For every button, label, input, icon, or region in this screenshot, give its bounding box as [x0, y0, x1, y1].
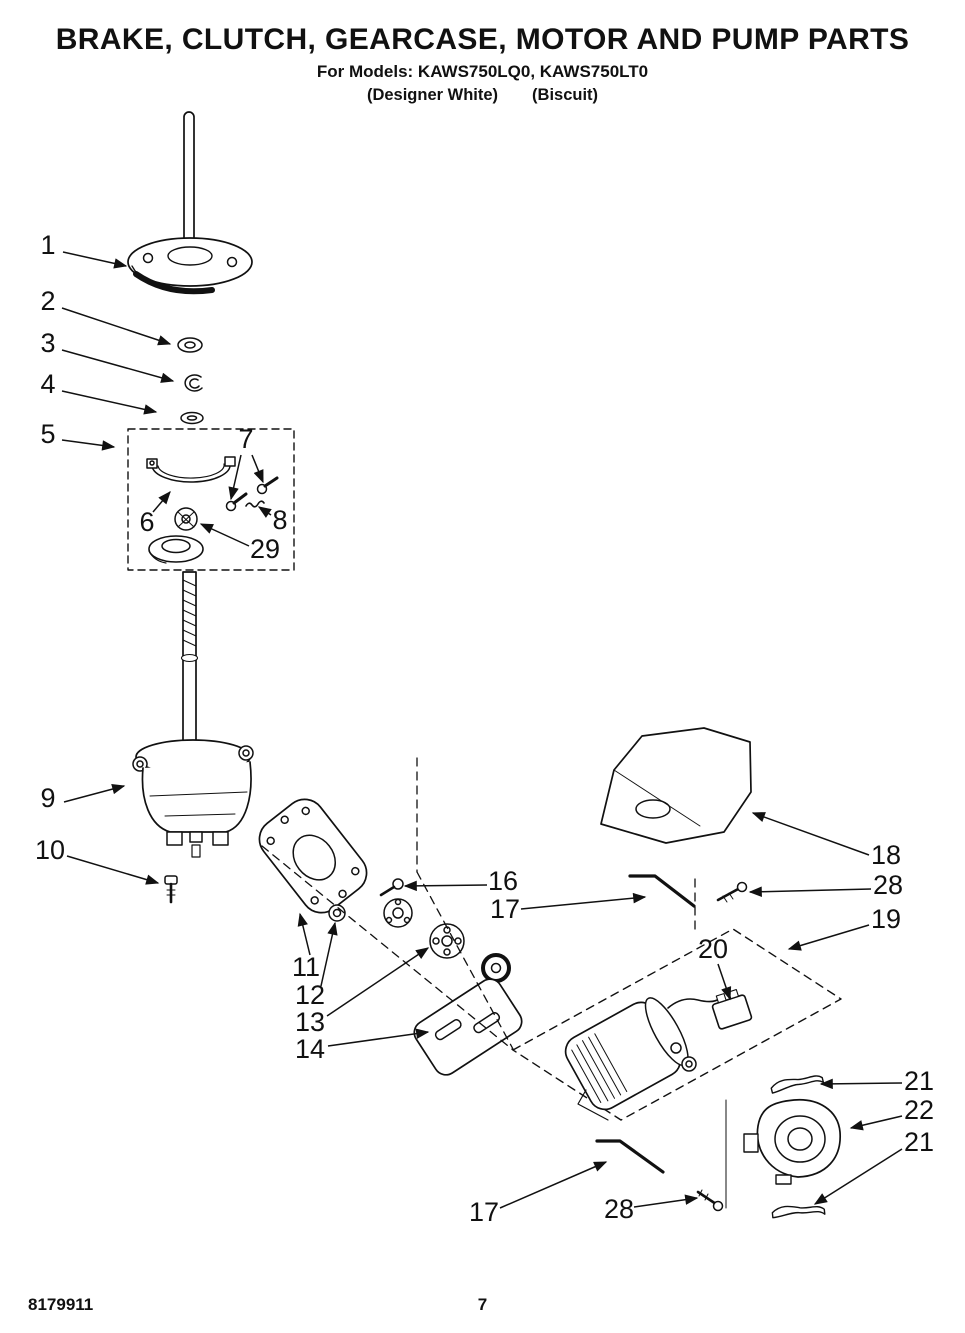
leader-line-28 [748, 886, 872, 897]
spring-8-drawing [245, 500, 265, 508]
washer-2-drawing [177, 337, 203, 353]
leader-line-14 [327, 1028, 430, 1047]
callout-3: 3 [40, 328, 55, 358]
callout-19: 19 [871, 904, 901, 934]
callout-10: 10 [35, 835, 65, 865]
callout-9: 9 [40, 783, 55, 813]
page-title: BRAKE, CLUTCH, GEARCASE, MOTOR AND PUMP … [55, 23, 910, 56]
leader-line-5 [61, 439, 116, 451]
callout-17: 17 [469, 1197, 499, 1227]
pump-22-drawing [743, 1098, 841, 1185]
plate-14-drawing [413, 978, 523, 1076]
callout-17: 17 [490, 894, 520, 924]
leader-line-16 [403, 880, 488, 892]
screw-28-top-drawing [716, 881, 748, 903]
callout-5: 5 [40, 419, 55, 449]
leader-line-18 [751, 812, 870, 856]
screw-10-drawing [164, 875, 178, 904]
drive-motor-drawing [564, 997, 727, 1209]
brake-kit-box-drawing [127, 428, 295, 571]
leader-line-6 [152, 490, 171, 513]
part-number: 8179911 [28, 1295, 94, 1314]
callout-11: 11 [292, 952, 320, 982]
models-line: For Models: KAWS750LQ0, KAWS750LT0 [316, 61, 649, 81]
leader-line-7 [251, 454, 264, 484]
callout-18: 18 [871, 840, 901, 870]
callout-16: 16 [488, 866, 518, 896]
callout-20: 20 [698, 934, 728, 964]
callout-6: 6 [139, 507, 154, 537]
shield-18-drawing [600, 727, 752, 844]
alignment-dashes-drawing [261, 757, 696, 1051]
brake-band-6-drawing [146, 456, 236, 483]
finish-biscuit: (Biscuit) [532, 85, 599, 104]
leader-line-4 [61, 390, 158, 415]
motor-kit-box-19-drawing [512, 928, 842, 1121]
leader-line-29 [199, 523, 250, 547]
cam-29-drawing [148, 507, 204, 564]
leader-line-2 [61, 307, 172, 346]
gasket-11-drawing [258, 798, 368, 914]
finish-line: (Designer White) (Biscuit) [0, 86, 965, 105]
leader-line-11 [297, 912, 311, 956]
leader-line-21 [819, 1078, 903, 1090]
callout-2: 2 [40, 286, 55, 316]
leader-line-20 [717, 963, 732, 1001]
leader-line-12 [320, 921, 338, 987]
callout-21: 21 [904, 1066, 934, 1096]
callout-29: 29 [250, 534, 280, 564]
leader-line-28 [633, 1194, 699, 1208]
callout-8: 8 [272, 505, 287, 535]
screw-16-drawing [379, 878, 404, 897]
page-number: 7 [477, 1295, 488, 1314]
leader-line-17 [499, 1161, 608, 1209]
callout-1: 1 [40, 230, 55, 260]
callout-12: 12 [295, 980, 325, 1010]
leader-line-8 [257, 506, 272, 518]
leader-line-1 [62, 251, 128, 269]
leader-line-13 [326, 947, 430, 1017]
callout-7: 7 [238, 424, 253, 454]
leader-line-7 [228, 454, 242, 501]
callout-layer: 1234567829910111213141617182819202122211… [35, 230, 934, 1227]
screw-28-bottom-drawing [696, 1189, 724, 1212]
leader-line-21 [813, 1148, 903, 1205]
rod-17-top-drawing [628, 874, 696, 908]
retainer-clip-3-drawing [184, 374, 203, 392]
brake-stator-drawing [127, 237, 253, 295]
gearcase-9-drawing [132, 739, 254, 858]
clamp-21-top-drawing [770, 1075, 825, 1094]
leader-line-3 [61, 349, 175, 383]
motor-switch-20-drawing [711, 989, 753, 1030]
callout-4: 4 [40, 369, 55, 399]
callout-28: 28 [873, 870, 903, 900]
coupler-13-drawing [383, 898, 511, 983]
leader-line-9 [63, 783, 126, 803]
leader-line-19 [787, 924, 870, 951]
finish-designer-white: (Designer White) [366, 85, 499, 104]
page-header: BRAKE, CLUTCH, GEARCASE, MOTOR AND PUMP … [0, 0, 965, 105]
callout-14: 14 [295, 1034, 325, 1064]
leader-line-17 [520, 892, 647, 910]
leader-line-10 [66, 855, 160, 885]
callout-13: 13 [295, 1007, 325, 1037]
washer-4-drawing [180, 411, 204, 425]
leader-line-22 [849, 1115, 903, 1131]
brake-screws-7-drawing [225, 476, 279, 512]
callout-22: 22 [904, 1095, 934, 1125]
rod-17-bottom-drawing [595, 1139, 665, 1174]
gearcase-shaft-drawing [180, 571, 199, 776]
callout-28: 28 [604, 1194, 634, 1224]
clamp-21-bottom-drawing [771, 1205, 826, 1219]
callout-21: 21 [904, 1127, 934, 1157]
nut-12-drawing [328, 904, 346, 922]
